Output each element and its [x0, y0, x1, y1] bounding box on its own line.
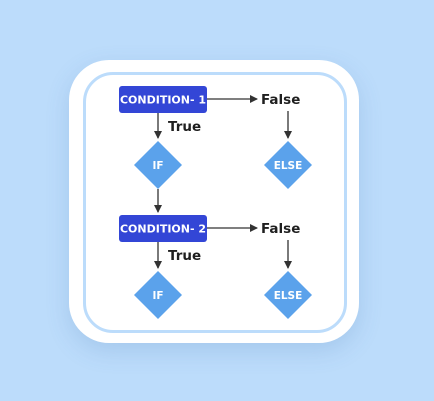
condition-2-label: CONDITION- 2 [120, 223, 206, 236]
else-label-1: ELSE [274, 160, 303, 172]
condition-1-label: CONDITION- 1 [120, 94, 206, 107]
false-label-1: False [261, 92, 300, 108]
true-label-2: True [168, 248, 201, 264]
false-label-2: False [261, 221, 300, 237]
condition-2-node: CONDITION- 2 [119, 215, 207, 242]
else-node-1: ELSE [264, 141, 312, 189]
else-node-2: ELSE [264, 271, 312, 319]
true-label-1: True [168, 119, 201, 135]
if-node-1: IF [134, 141, 182, 189]
if-label-1: IF [152, 160, 163, 172]
condition-1-node: CONDITION- 1 [119, 86, 207, 113]
if-node-2: IF [134, 271, 182, 319]
if-label-2: IF [152, 290, 163, 302]
else-label-2: ELSE [274, 290, 303, 302]
diagram-frame [83, 72, 347, 333]
